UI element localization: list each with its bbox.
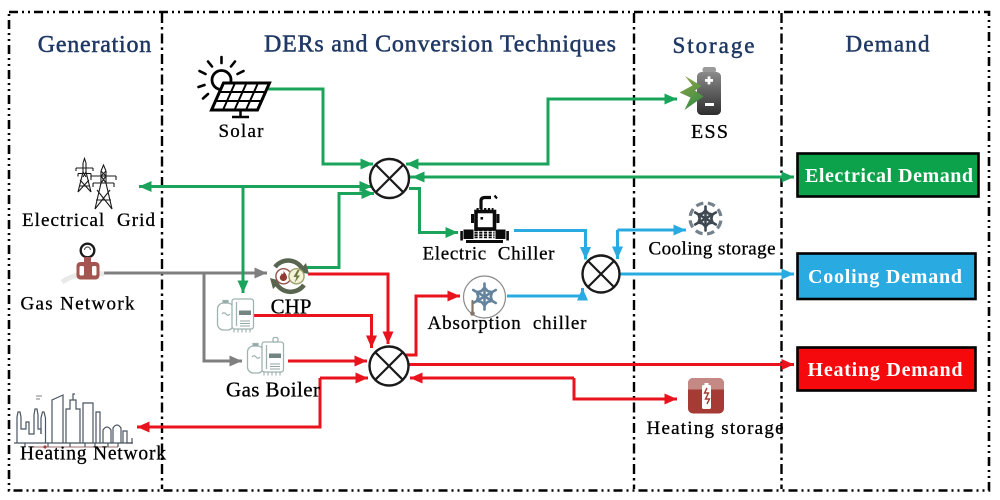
- svg-text:ESS: ESS: [691, 121, 728, 143]
- svg-text:Absorption chiller: Absorption chiller: [428, 313, 588, 334]
- svg-text:Cooling Demand: Cooling Demand: [808, 266, 962, 288]
- svg-text:Gas Network: Gas Network: [21, 294, 136, 315]
- svg-text:Electric Chiller: Electric Chiller: [423, 244, 556, 265]
- svg-text:CHP: CHP: [271, 295, 312, 319]
- svg-text:Heating storage: Heating storage: [647, 418, 784, 439]
- svg-text:DERs and Conversion Techniques: DERs and Conversion Techniques: [264, 32, 616, 58]
- svg-text:Electrical Grid: Electrical Grid: [22, 210, 156, 231]
- svg-text:Solar: Solar: [219, 121, 265, 142]
- svg-text:Electrical Demand: Electrical Demand: [805, 165, 973, 187]
- svg-text:Storage: Storage: [673, 33, 755, 58]
- svg-text:Gas Boiler: Gas Boiler: [226, 378, 320, 402]
- svg-text:Heating Demand: Heating Demand: [808, 359, 963, 381]
- svg-text:Cooling storage: Cooling storage: [649, 239, 776, 260]
- svg-text:Heating Network: Heating Network: [20, 444, 166, 465]
- svg-text:Generation: Generation: [38, 32, 152, 58]
- svg-text:Demand: Demand: [846, 32, 931, 57]
